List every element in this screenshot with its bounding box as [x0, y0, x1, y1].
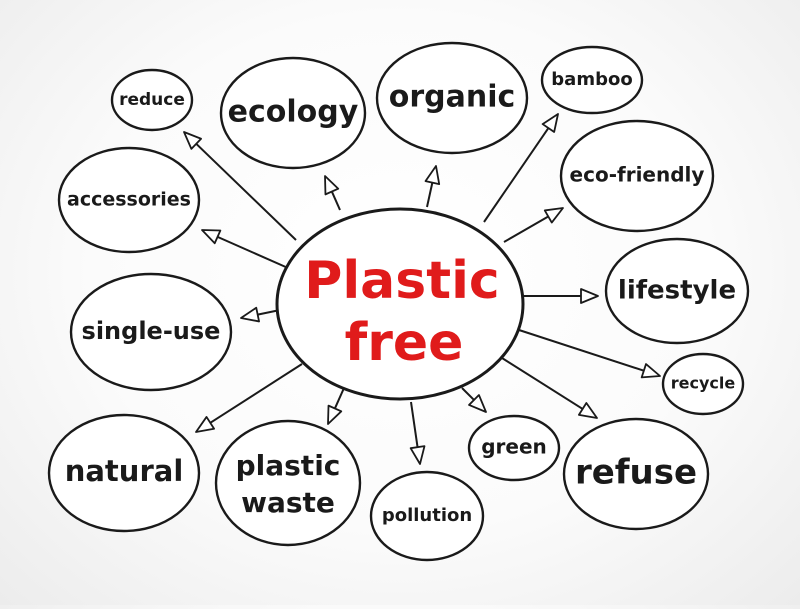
arrow-to-recycle [518, 329, 661, 379]
label-eco-friendly: eco-friendly [570, 163, 705, 187]
label-refuse: refuse [575, 453, 697, 493]
arrow-to-ecology [324, 175, 341, 211]
label-single-use: single-use [82, 317, 221, 345]
label-recycle: recycle [671, 374, 736, 393]
label-plastic-waste-line1: plastic [236, 449, 341, 482]
node-pollution: pollution [369, 470, 485, 562]
arrow-to-lifestyle [524, 288, 599, 304]
node-refuse: refuse [562, 417, 710, 531]
label-ecology: ecology [228, 95, 359, 130]
label-reduce: reduce [119, 90, 185, 110]
node-plastic-waste: plastic waste [214, 419, 362, 547]
arrow-to-eco-friendly [503, 207, 564, 243]
central-label-line2: free [345, 313, 464, 373]
bubble-green [467, 414, 561, 482]
node-recycle: recycle [661, 352, 745, 416]
bubble-plastic-waste [214, 419, 362, 547]
arrow-to-single-use [240, 306, 281, 323]
label-pollution: pollution [382, 505, 472, 526]
arrow-to-refuse [501, 357, 598, 419]
connector-arrows [183, 113, 661, 465]
arrow-to-green [461, 387, 487, 413]
label-green: green [481, 435, 547, 459]
node-ecology: ecology [219, 56, 367, 170]
arrow-to-organic [424, 165, 441, 208]
central-topic: Plastic free [275, 207, 525, 401]
node-lifestyle: lifestyle [604, 237, 750, 345]
label-lifestyle: lifestyle [618, 276, 736, 306]
node-organic: organic [375, 41, 529, 155]
bubble-refuse [562, 417, 710, 531]
node-accessories: accessories [57, 146, 201, 254]
arrow-to-pollution [409, 401, 426, 465]
bubble-natural [47, 413, 201, 533]
bubble-eco-friendly [559, 119, 715, 233]
label-organic: organic [389, 80, 516, 115]
label-accessories: accessories [67, 189, 191, 211]
label-plastic-waste-line2: waste [241, 486, 335, 519]
bubble-single-use [69, 272, 233, 392]
bubble-ecology [219, 56, 367, 170]
central-bubble [275, 207, 525, 401]
node-green: green [467, 414, 561, 482]
label-natural: natural [65, 454, 184, 488]
bubble-recycle [661, 352, 745, 416]
bubble-organic [375, 41, 529, 155]
label-bamboo: bamboo [551, 69, 632, 90]
central-label-line1: Plastic [304, 251, 499, 311]
arrow-to-bamboo [483, 113, 559, 223]
node-bamboo: bamboo [540, 45, 644, 115]
bubble-reduce [110, 68, 194, 132]
node-eco-friendly: eco-friendly [559, 119, 715, 233]
arrow-to-accessories [201, 229, 289, 269]
arrow-to-reduce [183, 131, 297, 241]
bubble-bamboo [540, 45, 644, 115]
node-natural: natural [47, 413, 201, 533]
node-reduce: reduce [110, 68, 194, 132]
bubble-accessories [57, 146, 201, 254]
bubble-lifestyle [604, 237, 750, 345]
node-single-use: single-use [69, 272, 233, 392]
arrow-to-plastic-waste [327, 387, 345, 425]
bubble-pollution [369, 470, 485, 562]
arrow-to-natural [195, 363, 303, 433]
